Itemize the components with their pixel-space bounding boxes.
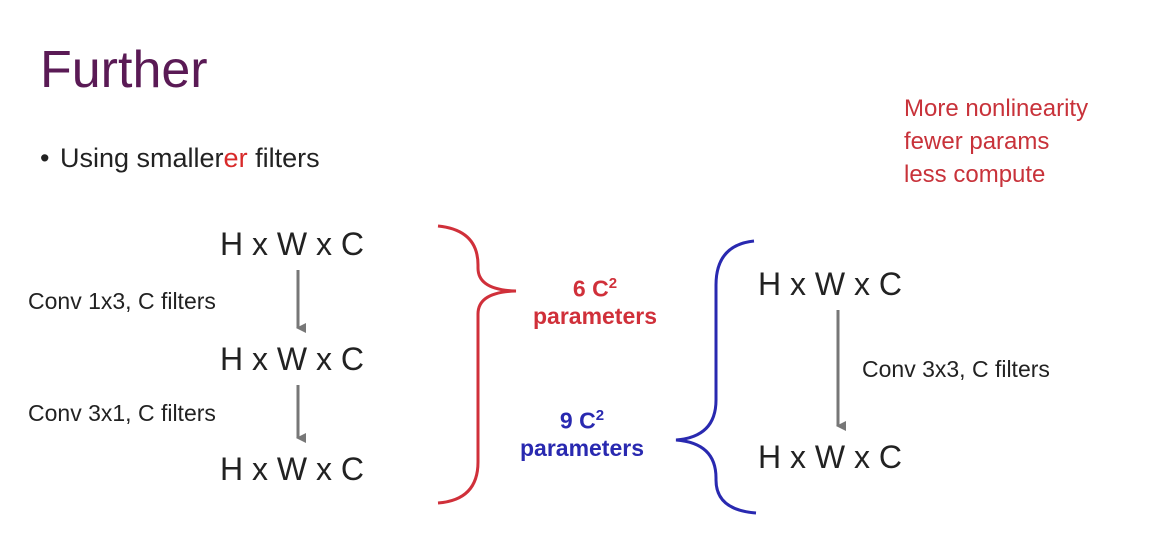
red-params-word: parameters <box>532 302 658 329</box>
blue-brace-icon <box>675 239 757 515</box>
red-brace-icon <box>437 224 517 505</box>
left-dim-top: H x W x C <box>220 226 364 262</box>
note-line: More nonlinearity <box>904 95 1089 122</box>
conv-3x3-label: Conv 3x3, C filters <box>862 356 1050 382</box>
left-dim-bottom: H x W x C <box>220 451 364 487</box>
note-line: less compute <box>904 161 1046 188</box>
benefits-note: More nonlinearity fewer params less comp… <box>904 92 1088 191</box>
conv-3x1-label: Conv 3x1, C filters <box>28 400 216 426</box>
bullet-dot-icon: • <box>40 143 50 173</box>
blue-params-label: 9 C2 parameters <box>502 407 662 462</box>
slide-title: Further <box>40 41 208 99</box>
blue-params-word: parameters <box>519 434 645 461</box>
bullet-text-highlight: er <box>223 143 248 173</box>
red-params-value: 6 C2 <box>572 275 618 302</box>
right-dim-bottom: H x W x C <box>758 439 902 475</box>
blue-params-value: 9 C2 <box>559 407 605 434</box>
bullet-point: • Using smallerer filters <box>40 143 320 174</box>
conv-1x3-label: Conv 1x3, C filters <box>28 288 216 314</box>
bullet-text-suffix: filters <box>247 143 320 173</box>
right-dim-top: H x W x C <box>758 266 902 302</box>
red-params-label: 6 C2 parameters <box>515 275 675 330</box>
bullet-text-prefix: Using smaller <box>60 143 224 173</box>
left-dim-middle: H x W x C <box>220 341 364 377</box>
note-line: fewer params <box>904 128 1050 155</box>
